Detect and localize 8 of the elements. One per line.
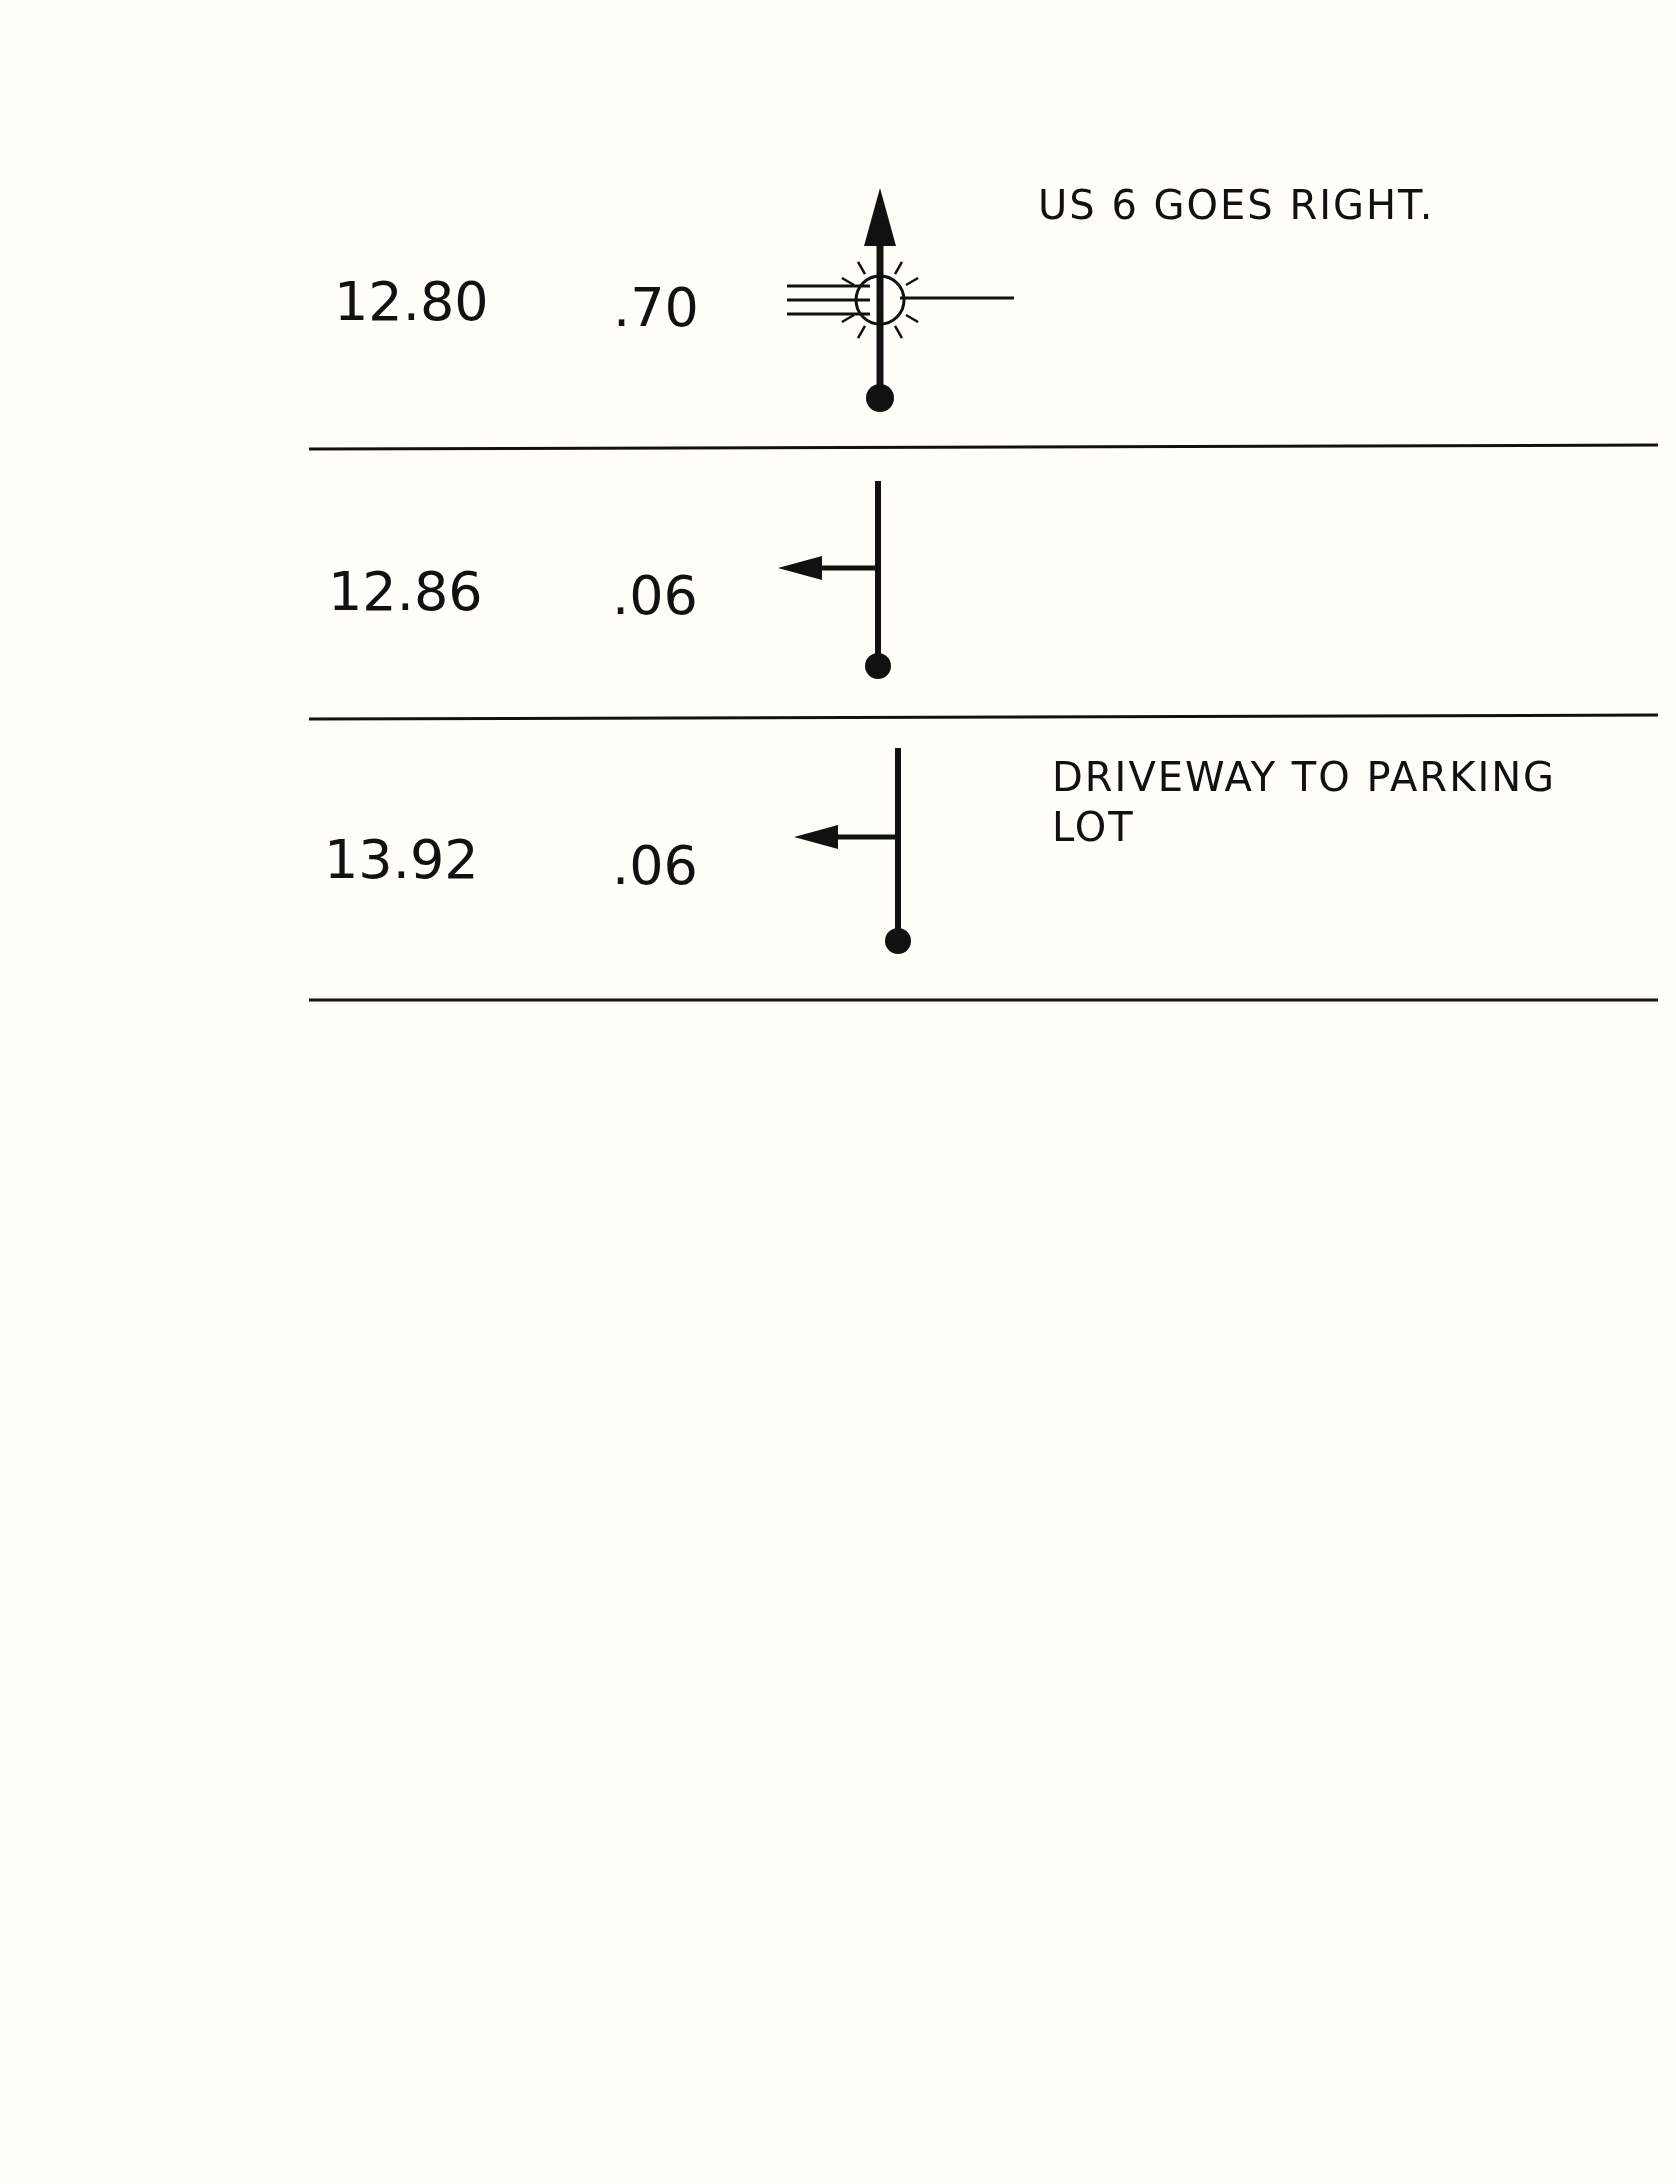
distance-value: 12.80 — [334, 269, 489, 335]
distance-value: .06 — [612, 833, 698, 899]
route-note: US 6 GOES RIGHT. — [1038, 181, 1436, 230]
distance-value: .06 — [612, 563, 698, 629]
distance-value: .70 — [613, 275, 699, 341]
distance-value: 12.86 — [328, 559, 483, 625]
route-note: DRIVEWAY TO PARKING LOT — [1052, 753, 1558, 852]
distance-value: 13.92 — [324, 827, 479, 893]
